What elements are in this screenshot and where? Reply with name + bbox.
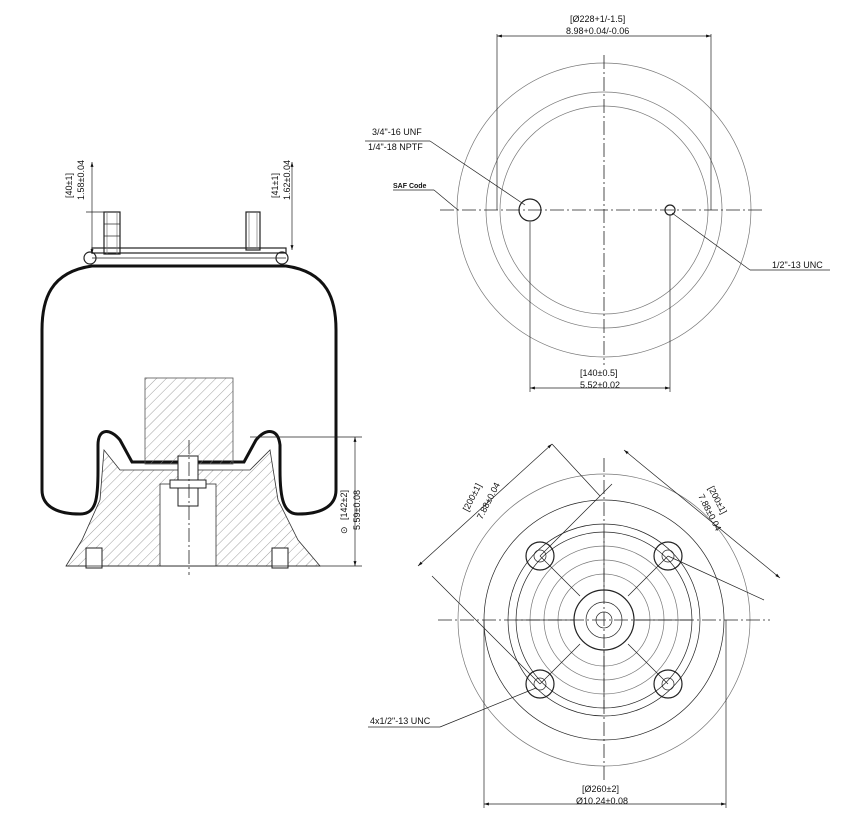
bottom-bolt-thread: 4x1/2"-13 UNC [370, 716, 431, 726]
top-thread-b: 1/4"-18 NPTF [368, 142, 423, 152]
left-stud-dim-mm: [40±1] [64, 173, 74, 198]
top-thread-a: 3/4"-16 UNF [372, 127, 422, 137]
bellows-outline [40, 264, 338, 516]
top-diam-mm: [Ø228+1/-1.5] [570, 14, 625, 24]
bead-left [83, 251, 97, 265]
top-right-thread: 1/2"-13 UNC [772, 260, 823, 270]
top-view: [Ø228+1/-1.5] 8.98+0.04/-0.06 3/4"-16 UN… [365, 14, 830, 392]
bolt-boss-bl [525, 669, 555, 699]
bottom-diam-mm: [Ø260±2] [582, 784, 619, 794]
right-stud-dim-mm: [41±1] [270, 173, 280, 198]
bottom-bolt-right [271, 547, 289, 569]
bottom-view: [200±1] 7.88±0.04 [200±1] 7.88±0.04 4x1/… [368, 443, 781, 808]
height-symbol: ⊙ [339, 526, 349, 534]
height-dim-mm: [142±2] [339, 490, 349, 520]
height-dim-in: 5.59±0.08 [352, 490, 362, 530]
bead-right [275, 251, 289, 265]
top-spacing-mm: [140±0.5] [580, 368, 617, 378]
right-stud [245, 211, 261, 251]
bolt-boss-br [653, 669, 683, 699]
bottom-diam-in: Ø10.24±0.08 [576, 796, 628, 806]
top-diam-in: 8.98+0.04/-0.06 [566, 26, 629, 36]
air-fitting-port [518, 198, 542, 222]
saf-code: SAF Code [393, 183, 427, 190]
top-spacing-in: 5.52±0.02 [580, 380, 620, 390]
side-view: [40±1] 1.58±0.04 [41±1] 1.62±0.04 [142±2… [40, 160, 362, 575]
bottom-bolt-left [85, 547, 103, 569]
right-stud-dim-in: 1.62±0.04 [282, 160, 292, 200]
left-stud-dim-in: 1.58±0.04 [76, 160, 86, 200]
left-stud [103, 211, 121, 255]
